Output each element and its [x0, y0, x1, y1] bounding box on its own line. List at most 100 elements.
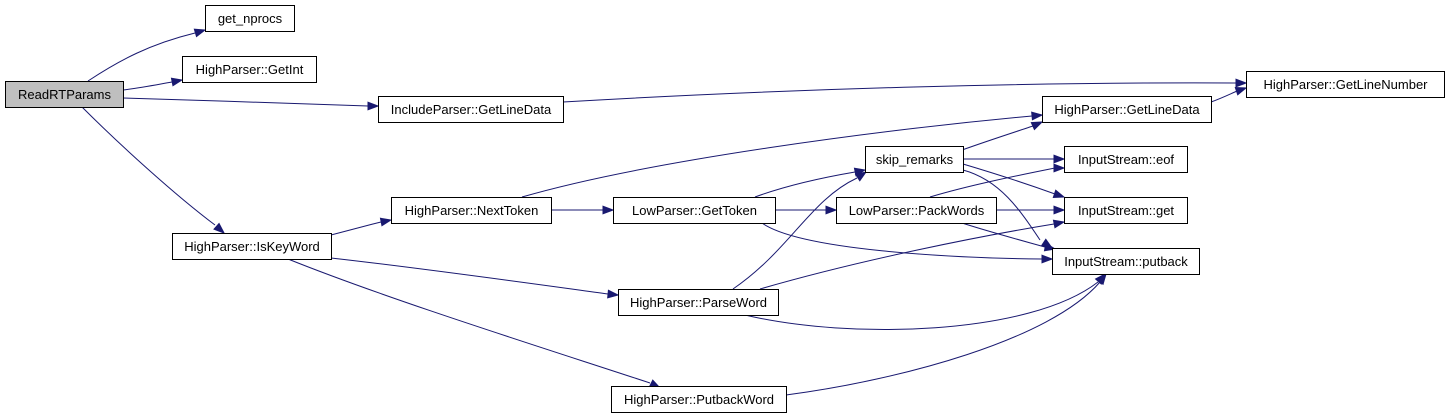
node-lp-packwords[interactable]: LowParser::PackWords: [836, 197, 997, 224]
node-hp-getlinenumber[interactable]: HighParser::GetLineNumber: [1246, 71, 1445, 98]
node-label: InputStream::eof: [1078, 152, 1174, 167]
edge-readrtparams-to-hp_getint: [122, 77, 184, 91]
arrowhead-icon: [1031, 111, 1044, 121]
node-box[interactable]: [611, 386, 787, 413]
edge-hp_iskeyword-to-hp_nexttoken: [330, 217, 393, 236]
edge-lp_gettoken-to-is_putback: [761, 222, 1054, 264]
arrowhead-icon: [607, 289, 620, 299]
node-label: get_nprocs: [218, 11, 283, 26]
edge-line: [521, 115, 1033, 198]
node-hp-nexttoken[interactable]: HighParser::NextToken: [391, 197, 552, 224]
node-label: HighParser::ParseWord: [630, 295, 767, 310]
node-label: InputStream::get: [1078, 203, 1174, 218]
node-label: ReadRTParams: [18, 87, 111, 102]
edge-line: [732, 177, 858, 290]
edge-lp_gettoken-to-lp_packwords: [774, 205, 838, 215]
edge-line: [754, 171, 856, 198]
edge-line: [744, 281, 1099, 330]
arrowhead-icon: [213, 222, 226, 234]
edge-readrtparams-to-hp_iskeyword: [81, 106, 226, 234]
node-label: HighParser::IsKeyWord: [184, 239, 320, 254]
arrowhead-icon: [1234, 87, 1248, 96]
node-label: HighParser::GetInt: [196, 62, 304, 77]
arrowhead-icon: [1052, 189, 1066, 198]
arrowhead-icon: [1053, 205, 1066, 215]
edge-hp_parseword-to-is_get: [759, 219, 1066, 290]
node-box[interactable]: [172, 233, 332, 260]
edge-hp_iskeyword-to-hp_putbackword: [287, 258, 662, 389]
node-hp-putbackword[interactable]: HighParser::PutbackWord: [611, 386, 787, 413]
node-skip-remarks[interactable]: skip_remarks: [865, 146, 964, 173]
node-hp-parseword[interactable]: HighParser::ParseWord: [618, 289, 779, 316]
node-lp-gettoken[interactable]: LowParser::GetToken: [613, 197, 776, 224]
arrowhead-icon: [193, 28, 207, 38]
node-box[interactable]: [5, 81, 124, 108]
arrowhead-icon: [602, 205, 615, 215]
node-box[interactable]: [865, 146, 964, 173]
node-is-eof[interactable]: InputStream::eof: [1064, 146, 1188, 173]
edge-ip_getlinedata-to-hp_getlinenumber: [562, 78, 1248, 103]
node-hp-getint[interactable]: HighParser::GetInt: [182, 56, 317, 83]
node-box[interactable]: [836, 197, 997, 224]
arrowhead-icon: [1096, 272, 1107, 286]
node-is-get[interactable]: InputStream::get: [1064, 197, 1188, 224]
edge-line: [287, 258, 651, 384]
edge-lp_packwords-to-is_eof: [929, 163, 1066, 198]
node-box[interactable]: [378, 96, 564, 123]
edge-line: [87, 32, 196, 82]
edge-hp_putbackword-to-is_putback: [785, 272, 1107, 396]
edge-line: [81, 106, 216, 226]
edge-hp_nexttoken-to-lp_gettoken: [550, 205, 615, 215]
edge-line: [961, 222, 1046, 248]
edge-skip_remarks-to-is_eof: [963, 154, 1066, 164]
node-box[interactable]: [182, 56, 317, 83]
edge-hp_parseword-to-skip_remarks: [732, 171, 868, 290]
node-box[interactable]: [1064, 197, 1188, 224]
edge-skip_remarks-to-is_get: [962, 163, 1066, 198]
node-label: HighParser::GetLineNumber: [1263, 77, 1428, 92]
arrowhead-icon: [1053, 154, 1066, 164]
edge-line: [962, 169, 1041, 241]
node-get-nprocs[interactable]: get_nprocs: [205, 5, 295, 32]
node-box[interactable]: [205, 5, 295, 32]
node-readrtparams[interactable]: ReadRTParams: [5, 81, 124, 108]
arrowhead-icon: [1053, 163, 1066, 173]
node-label: LowParser::PackWords: [849, 203, 985, 218]
edge-line: [122, 97, 369, 107]
edge-hp_getlinedata-to-hp_getlinenumber: [1210, 87, 1248, 103]
arrowhead-icon: [367, 101, 380, 111]
arrowhead-icon: [379, 217, 393, 227]
edge-skip_remarks-to-hp_getlinedata: [961, 121, 1044, 151]
node-label: skip_remarks: [876, 152, 954, 167]
edge-line: [330, 221, 382, 236]
arrowhead-icon: [1052, 219, 1066, 229]
arrowhead-icon: [170, 77, 184, 87]
edge-line: [562, 82, 1237, 103]
node-label: HighParser::NextToken: [405, 203, 539, 218]
node-box[interactable]: [618, 289, 779, 316]
arrowhead-icon: [854, 171, 868, 182]
edge-hp_iskeyword-to-hp_parseword: [330, 257, 620, 299]
node-box[interactable]: [391, 197, 552, 224]
node-box[interactable]: [1042, 96, 1212, 123]
node-ip-getlinedata[interactable]: IncludeParser::GetLineData: [378, 96, 564, 123]
node-box[interactable]: [1064, 146, 1188, 173]
node-box[interactable]: [613, 197, 776, 224]
node-hp-getlinedata[interactable]: HighParser::GetLineData: [1042, 96, 1212, 123]
edge-line: [785, 281, 1101, 396]
node-label: HighParser::GetLineData: [1054, 102, 1200, 117]
node-is-putback[interactable]: InputStream::putback: [1052, 248, 1200, 275]
edges-layer: [81, 28, 1248, 396]
edge-lp_packwords-to-is_get: [995, 205, 1066, 215]
edge-line: [1210, 90, 1238, 103]
node-box[interactable]: [1052, 248, 1200, 275]
node-label: InputStream::putback: [1064, 254, 1188, 269]
node-hp-iskeyword[interactable]: HighParser::IsKeyWord: [172, 233, 332, 260]
edge-line: [122, 81, 173, 91]
edge-line: [761, 222, 1043, 260]
node-label: IncludeParser::GetLineData: [391, 102, 552, 117]
edge-lp_packwords-to-is_putback: [961, 222, 1057, 252]
node-box[interactable]: [1246, 71, 1445, 98]
arrowhead-icon: [825, 205, 838, 215]
node-label: HighParser::PutbackWord: [624, 392, 774, 407]
